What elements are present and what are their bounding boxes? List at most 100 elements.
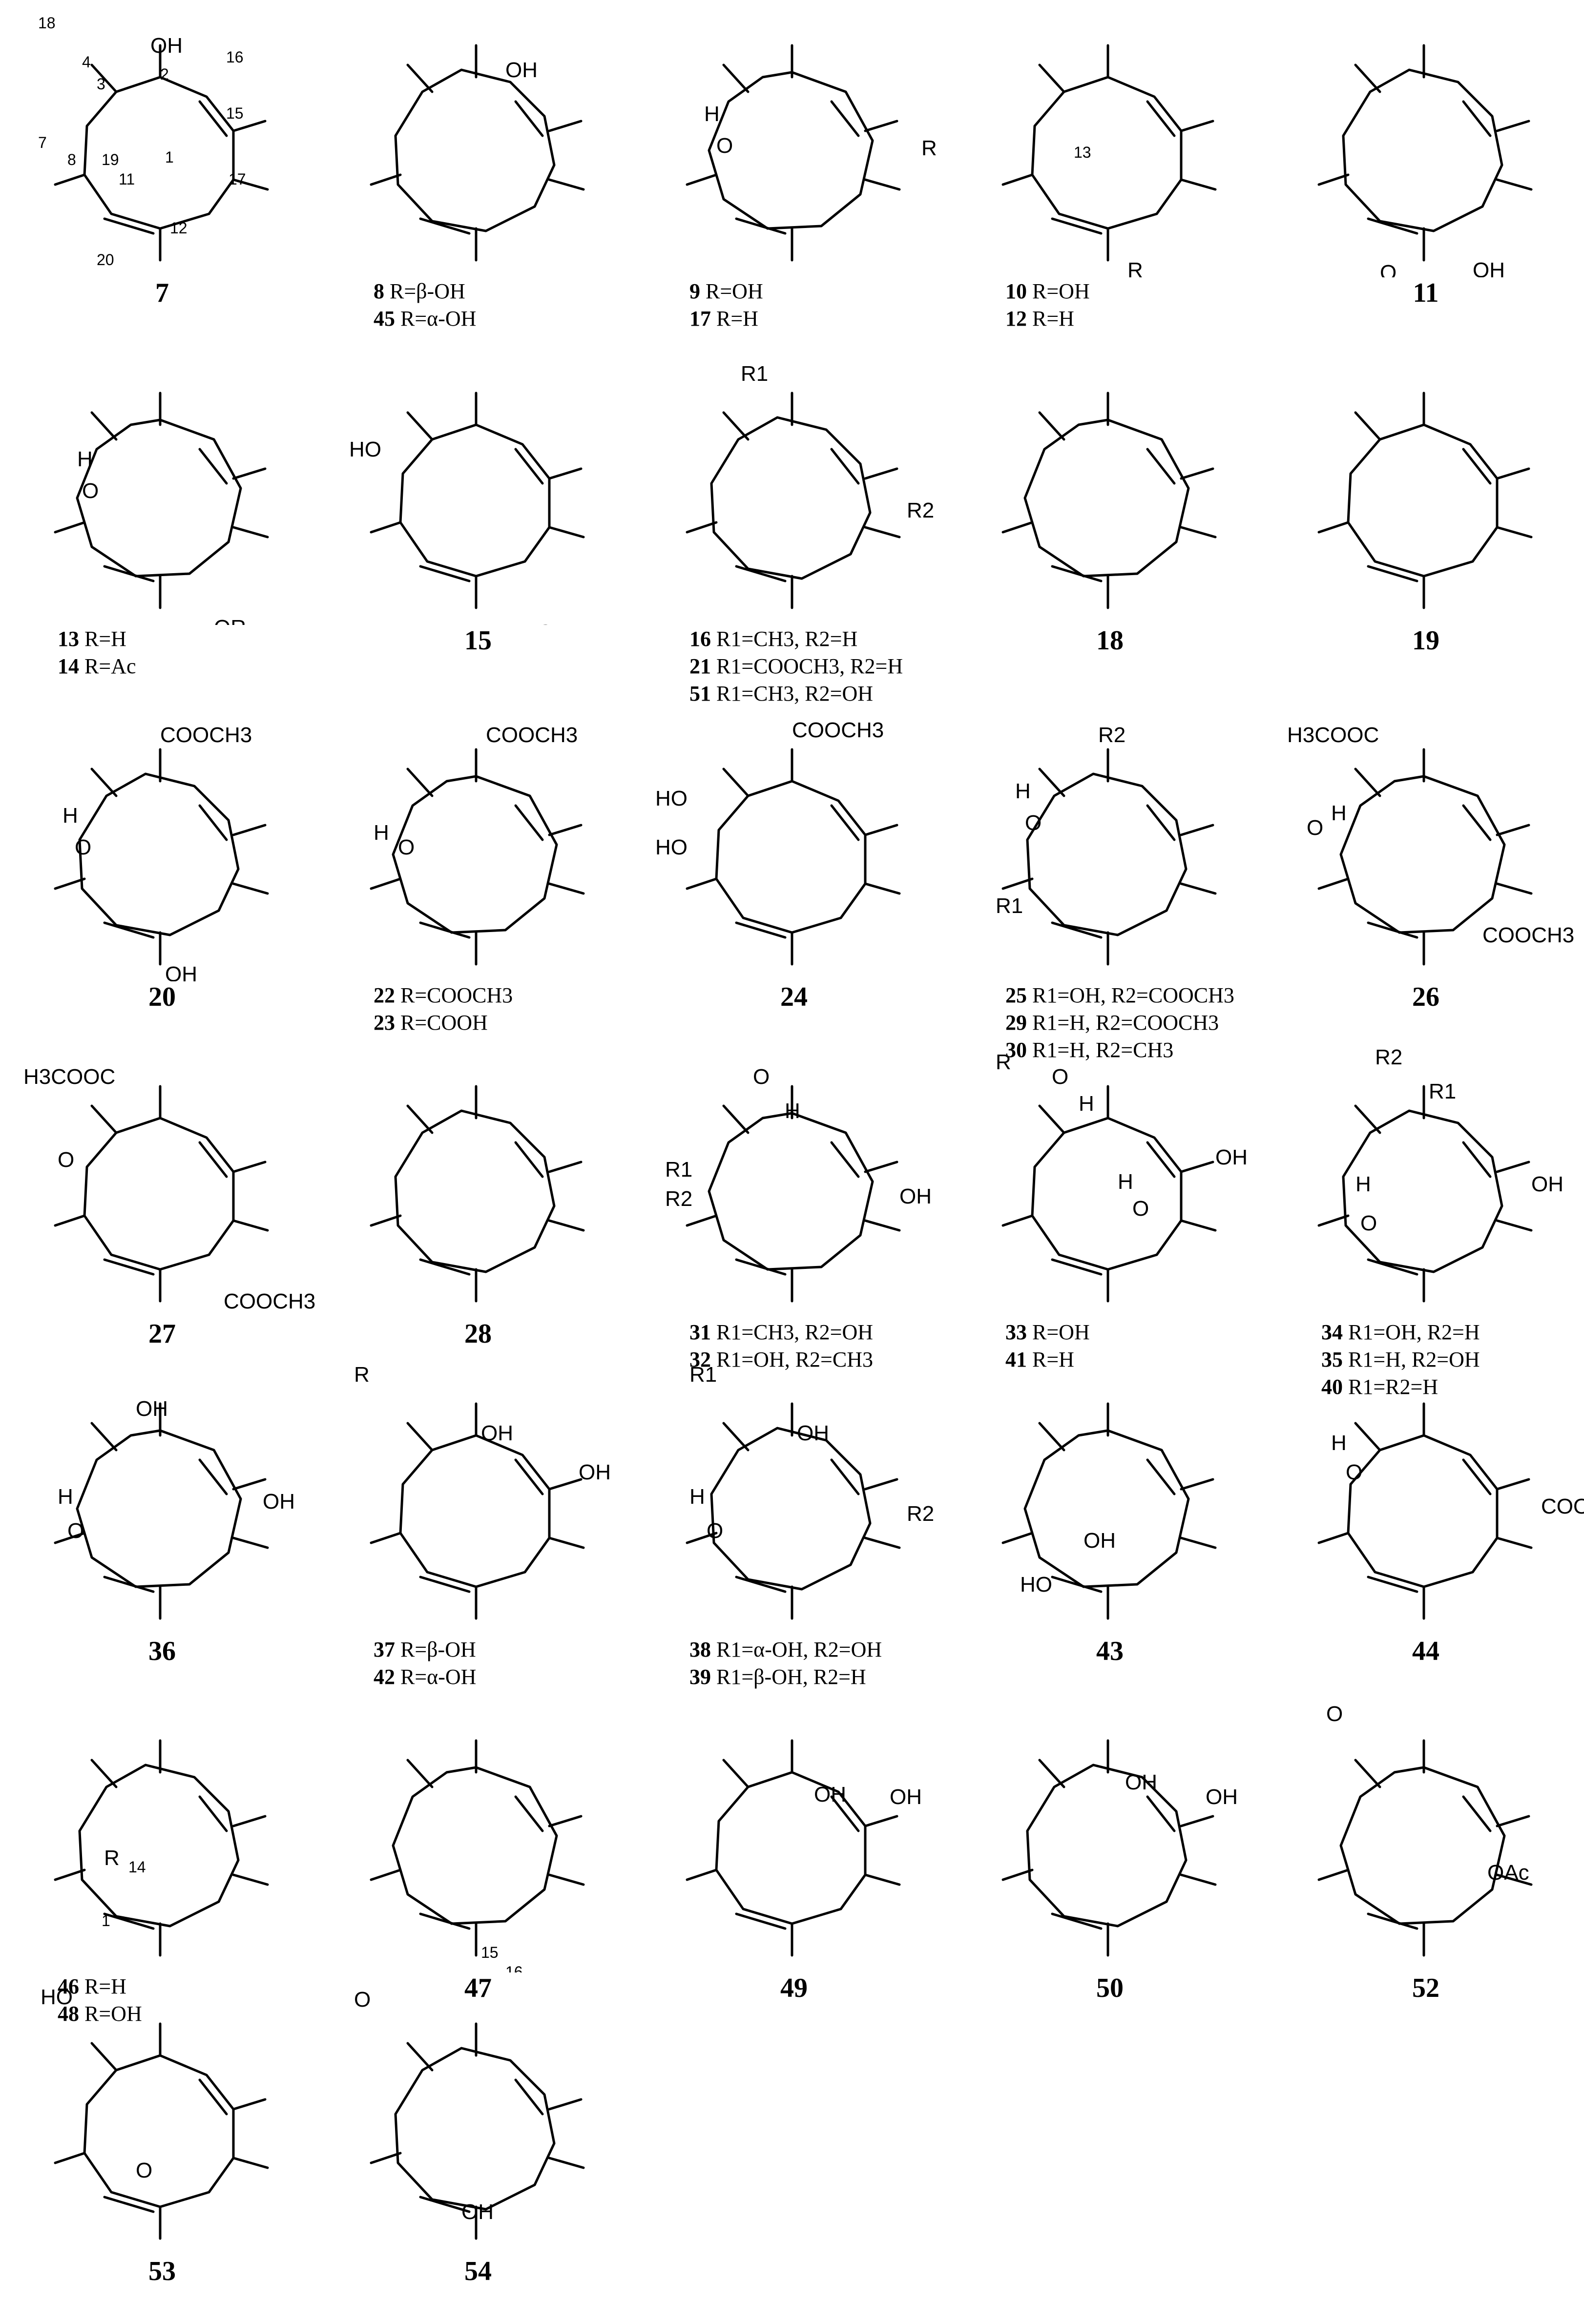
double-bond-line (735, 217, 787, 235)
compound-number: 41 (1005, 1348, 1027, 1371)
double-bond-line (1146, 1141, 1176, 1178)
carbon-number: 15 (226, 104, 244, 122)
compound-number: 19 (1412, 625, 1439, 656)
double-bond-line (1146, 100, 1176, 137)
substituent-bond (54, 2152, 86, 2164)
compound-number: 40 (1321, 1375, 1343, 1399)
atom-label: R (996, 1050, 1011, 1074)
substituent-text: R1=R2=H (1348, 1375, 1438, 1399)
atom-label: O (1346, 1460, 1362, 1484)
ring-bonds (1342, 68, 1503, 232)
substituent-bond (1180, 1478, 1214, 1491)
atom-label: COOCH3 (224, 1289, 315, 1313)
double-bond-line (419, 565, 471, 582)
substituent-bond (232, 2098, 267, 2111)
substituent-bond (406, 1759, 434, 1788)
double-bond-line (830, 448, 860, 485)
atom-label: OH (150, 34, 183, 58)
atom-label: OH (1473, 258, 1505, 277)
atom-label: H (704, 102, 720, 126)
substituent-bond (1496, 467, 1530, 480)
substituent-bond (54, 173, 86, 186)
substituent-bond (1038, 63, 1065, 93)
substituent-bond (686, 521, 718, 534)
compound-number: 43 (1096, 1636, 1124, 1666)
substituent-bond (1001, 877, 1034, 890)
structure-drawing: COOCH3HOR (370, 723, 585, 966)
substituent-bond (686, 1214, 718, 1227)
substituent-definition: 9 R=OH (689, 277, 763, 305)
substituent-bond (232, 882, 269, 895)
compound-cell: HOCOOCH344 (1268, 1362, 1584, 1704)
double-bond-line (1367, 565, 1418, 582)
atom-label: H (1079, 1092, 1094, 1116)
atom-label: OH (136, 1397, 168, 1421)
compound-number: 20 (148, 982, 176, 1012)
ring-bonds (1026, 772, 1188, 936)
substituent-bond (370, 1532, 402, 1544)
structure-drawing: COOCH3HOHOCOOCH3 (655, 718, 901, 966)
structure-drawing: OOH (354, 1988, 585, 2240)
substituent-definition: 31 R1=CH3, R2=OH (689, 1318, 873, 1346)
carbon-number: 17 (229, 170, 246, 188)
substituent-bond (864, 526, 901, 539)
substituent-text: R1=H, R2=CH3 (1032, 1038, 1174, 1062)
compound-number: 23 (374, 1011, 395, 1035)
double-bond-line (735, 565, 787, 582)
double-bond-line (1367, 1258, 1418, 1276)
substituent-bond (90, 768, 118, 797)
double-bond-line (830, 1141, 860, 1178)
substituent-bond (1317, 1214, 1350, 1227)
carbon-number: 8 (67, 151, 76, 168)
compound-cell: 28 (320, 1045, 636, 1387)
ring-bonds (83, 1117, 235, 1271)
atom-label: HO (349, 437, 381, 461)
compound-number: 32 (689, 1348, 711, 1371)
substituent-text: R=OH (706, 279, 763, 303)
substituent-bond (1317, 173, 1350, 186)
double-bond-line (1146, 804, 1176, 841)
substituent-bond (54, 1868, 86, 1881)
atom-label: OAc (1487, 1861, 1529, 1885)
substituent-bond (1180, 1815, 1214, 1827)
substituent-bond (722, 411, 750, 441)
atom-label: R1 (741, 362, 768, 386)
atom-label: O (354, 1988, 371, 2012)
ring-bonds (1339, 1766, 1506, 1925)
substituent-bond (1180, 1219, 1217, 1232)
atom-label: R2 (907, 1502, 934, 1526)
substituent-text: R1=H, R2=COOCH3 (1032, 1011, 1219, 1035)
substituent-text: R1=OH, R2=CH3 (716, 1348, 873, 1371)
compound-number: 12 (1005, 307, 1027, 331)
substituent-bond (864, 1219, 901, 1232)
substituent-bond (548, 1536, 585, 1549)
compound-number: 52 (1412, 1973, 1439, 2003)
substituent-bond (232, 1873, 269, 1886)
carbon-number: 18 (38, 14, 56, 32)
substituent-definition: 46 R=H (58, 1972, 126, 2000)
atom-label: H (1331, 801, 1347, 825)
substituent-definition: 8 R=β-OH (374, 277, 465, 305)
atom-label: O (67, 1519, 84, 1543)
atom-label: H (1355, 1172, 1371, 1196)
compound-number: 10 (1005, 279, 1027, 303)
compound-cell: COOCH3HOHOCOOCH324 (636, 708, 952, 1050)
substituent-text: R=β-OH (390, 279, 465, 303)
substituent-bond (1180, 467, 1214, 480)
substituent-text: R1=OH, R2=COOCH3 (1032, 983, 1234, 1007)
substituent-bond (1496, 526, 1533, 539)
substituent-bond (1001, 1214, 1034, 1227)
substituent-bond (370, 173, 402, 186)
substituent-definition: 22 R=COOCH3 (374, 981, 513, 1009)
